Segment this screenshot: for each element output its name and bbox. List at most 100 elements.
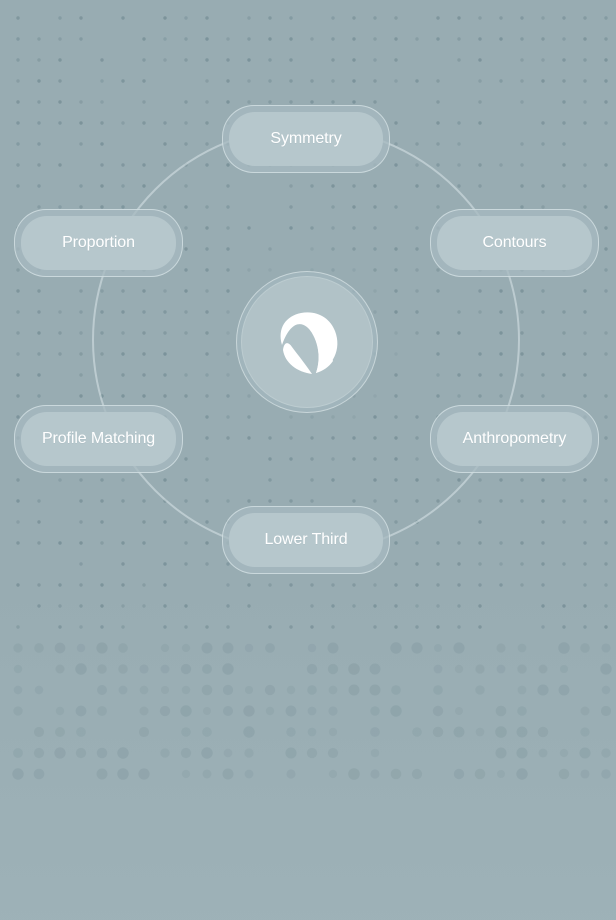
background-dot (394, 289, 398, 293)
background-dot (121, 604, 125, 608)
background-dot (604, 436, 608, 440)
background-dot (222, 663, 234, 675)
background-dot (541, 373, 545, 377)
background-dot (583, 289, 587, 293)
background-dot (475, 664, 485, 674)
background-dot (433, 685, 443, 695)
background-dot (604, 226, 608, 230)
background-dot (289, 79, 293, 83)
background-dot (264, 684, 276, 696)
profile-matching-button[interactable]: Profile Matching (21, 412, 176, 466)
background-dot (37, 163, 41, 167)
center-button[interactable] (241, 276, 373, 408)
background-dot (205, 205, 209, 209)
background-dot (205, 268, 209, 272)
background-dot (289, 625, 293, 629)
background-dot (163, 331, 167, 335)
background-dot (289, 226, 293, 230)
background-dot (79, 583, 83, 587)
background-dot (583, 121, 587, 125)
background-dot (244, 769, 254, 779)
background-dot (562, 604, 566, 608)
contours-option[interactable]: Contours (430, 209, 599, 277)
background-dot (184, 478, 188, 482)
background-dot (163, 373, 167, 377)
background-dot (265, 643, 275, 653)
background-dot (163, 37, 167, 41)
anthropometry-button[interactable]: Anthropometry (437, 412, 592, 466)
lower-third-button[interactable]: Lower Third (229, 513, 383, 567)
background-dot (37, 100, 41, 104)
anthropometry-option[interactable]: Anthropometry (430, 405, 599, 473)
background-dot (79, 394, 83, 398)
background-dot (160, 643, 170, 653)
background-dot (415, 142, 419, 146)
background-dot (541, 289, 545, 293)
background-dot (247, 16, 251, 20)
background-dot (415, 184, 419, 188)
background-dot (226, 604, 230, 608)
background-dot (478, 394, 482, 398)
background-dot (352, 247, 356, 251)
background-dot (457, 163, 461, 167)
proportion-button[interactable]: Proportion (21, 216, 176, 270)
background-dot (33, 768, 45, 780)
background-dot (415, 37, 419, 41)
profile-matching-option[interactable]: Profile Matching (14, 405, 183, 473)
background-dot (96, 768, 108, 780)
background-dot (541, 184, 545, 188)
background-dot (201, 747, 213, 759)
background-dot (306, 663, 318, 675)
proportion-option[interactable]: Proportion (14, 209, 183, 277)
background-dot (289, 100, 293, 104)
background-dot (307, 685, 317, 695)
background-dot (247, 394, 251, 398)
background-dot (496, 664, 506, 674)
background-dot (222, 705, 234, 717)
background-dot (331, 226, 335, 230)
background-dot (415, 457, 419, 461)
background-dot (226, 226, 230, 230)
background-dot (247, 415, 251, 419)
symmetry-button[interactable]: Symmetry (229, 112, 383, 166)
background-dot (289, 415, 293, 419)
background-dot (331, 583, 335, 587)
background-dot (16, 499, 20, 503)
background-dot (520, 541, 524, 545)
background-dot (562, 310, 566, 314)
background-dot (520, 37, 524, 41)
background-dot (352, 583, 356, 587)
background-dot (496, 769, 506, 779)
background-dot (285, 747, 297, 759)
background-dot (541, 37, 545, 41)
background-dot (583, 163, 587, 167)
background-dot (352, 415, 356, 419)
background-dot (604, 289, 608, 293)
background-dot (478, 604, 482, 608)
background-dot (226, 415, 230, 419)
background-dot (100, 163, 104, 167)
background-dot (436, 79, 440, 83)
background-dot (163, 394, 167, 398)
symmetry-option[interactable]: Symmetry (222, 105, 390, 173)
background-dot (265, 706, 275, 716)
background-dot (100, 142, 104, 146)
background-dot (226, 310, 230, 314)
lower-third-option[interactable]: Lower Third (222, 506, 390, 574)
background-dot (100, 604, 104, 608)
contours-button[interactable]: Contours (437, 216, 592, 270)
background-dot (16, 100, 20, 104)
background-dot (205, 226, 209, 230)
background-dot (79, 331, 83, 335)
background-dot (604, 625, 608, 629)
background-dot (516, 726, 528, 738)
background-dot (604, 79, 608, 83)
background-dot (331, 247, 335, 251)
background-dot (222, 642, 234, 654)
background-dot (373, 583, 377, 587)
background-dot (520, 373, 524, 377)
background-dot (268, 268, 272, 272)
background-dot (79, 625, 83, 629)
background-dot (54, 642, 66, 654)
background-dot (16, 394, 20, 398)
